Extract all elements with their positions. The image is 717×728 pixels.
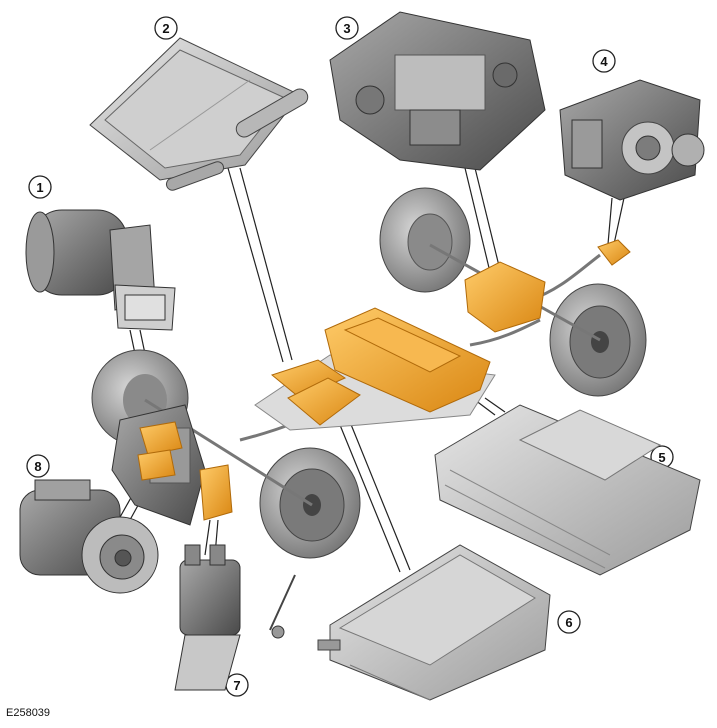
- highlight-rear-drive-unit: [464, 261, 546, 333]
- component-2-module: [89, 37, 309, 191]
- callout-6: 6: [557, 610, 581, 634]
- svg-text:1: 1: [36, 180, 43, 195]
- callout-1: 1: [28, 175, 52, 199]
- highlight-front-motor-unit: [137, 421, 183, 481]
- component-4-unit: [559, 79, 705, 201]
- svg-text:5: 5: [658, 450, 665, 465]
- svg-text:4: 4: [600, 54, 608, 69]
- highlight-charger-modules: [270, 359, 361, 426]
- svg-text:8: 8: [34, 459, 41, 474]
- rear-left-wheel: [379, 187, 471, 293]
- component-1-motor: [25, 209, 176, 331]
- component-5-battery-pack: [434, 404, 701, 576]
- component-7-bracket: [174, 544, 296, 691]
- figure-reference: E258039: [6, 707, 51, 719]
- highlight-battery-pack: [324, 307, 491, 413]
- callout-2: 2: [154, 16, 178, 40]
- svg-text:7: 7: [233, 678, 240, 693]
- highlight-front-heater: [199, 464, 233, 521]
- svg-text:2: 2: [162, 21, 169, 36]
- component-6-charger: [317, 544, 551, 701]
- svg-text:3: 3: [343, 21, 350, 36]
- callout-7: 7: [225, 673, 249, 697]
- callout-4: 4: [592, 49, 616, 73]
- highlight-rear-small-unit: [597, 239, 631, 266]
- vehicle-layout: [91, 187, 647, 559]
- component-8-compressor: [19, 479, 159, 594]
- svg-text:6: 6: [565, 615, 572, 630]
- component-3-drive-unit: [329, 11, 546, 171]
- callout-8: 8: [26, 454, 50, 478]
- callout-3: 3: [335, 16, 359, 40]
